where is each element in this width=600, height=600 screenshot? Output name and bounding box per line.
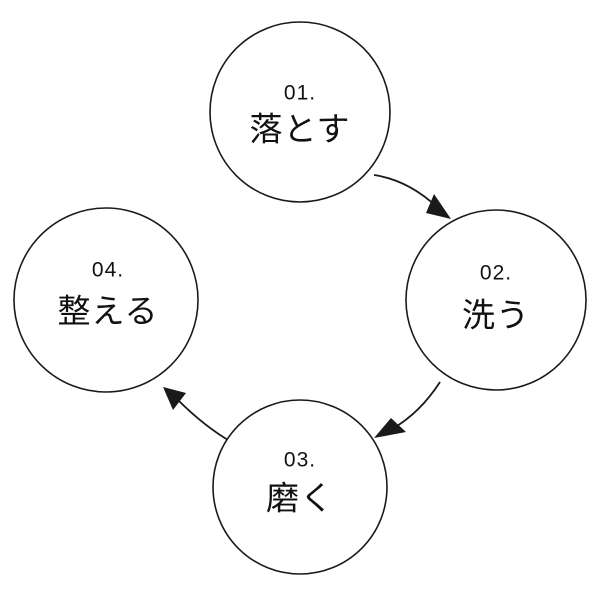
arrow-02-to-03-head-icon [374,418,406,438]
arrow-01-to-02 [373,174,451,219]
node-01-circle[interactable] [209,21,391,203]
node-04-index: 04. [92,259,124,282]
node-01-label: 落とす [249,110,350,149]
arrow-03-to-04-head-icon [163,387,186,410]
node-03[interactable]: 03. 磨く [212,399,388,575]
node-01-index: 01. [284,82,316,105]
node-02[interactable]: 02. 洗う [405,209,587,391]
node-03-index: 03. [284,449,316,472]
node-04-circle[interactable] [13,207,199,393]
node-02-label: 洗う [462,296,530,335]
node-02-index: 02. [480,262,512,285]
node-03-circle[interactable] [212,399,388,575]
arrow-03-to-04-line [177,399,234,444]
arrow-02-to-03 [374,381,441,438]
arrow-02-to-03-line [391,381,441,430]
arrow-03-to-04 [163,387,234,444]
node-03-label: 磨く [266,479,334,518]
arrow-01-to-02-head-icon [426,194,451,219]
node-01[interactable]: 01. 落とす [209,21,391,203]
node-04-label: 整える [57,292,158,331]
node-04[interactable]: 04. 整える [13,207,199,393]
node-02-circle[interactable] [405,209,587,391]
arrow-01-to-02-line [373,174,438,208]
